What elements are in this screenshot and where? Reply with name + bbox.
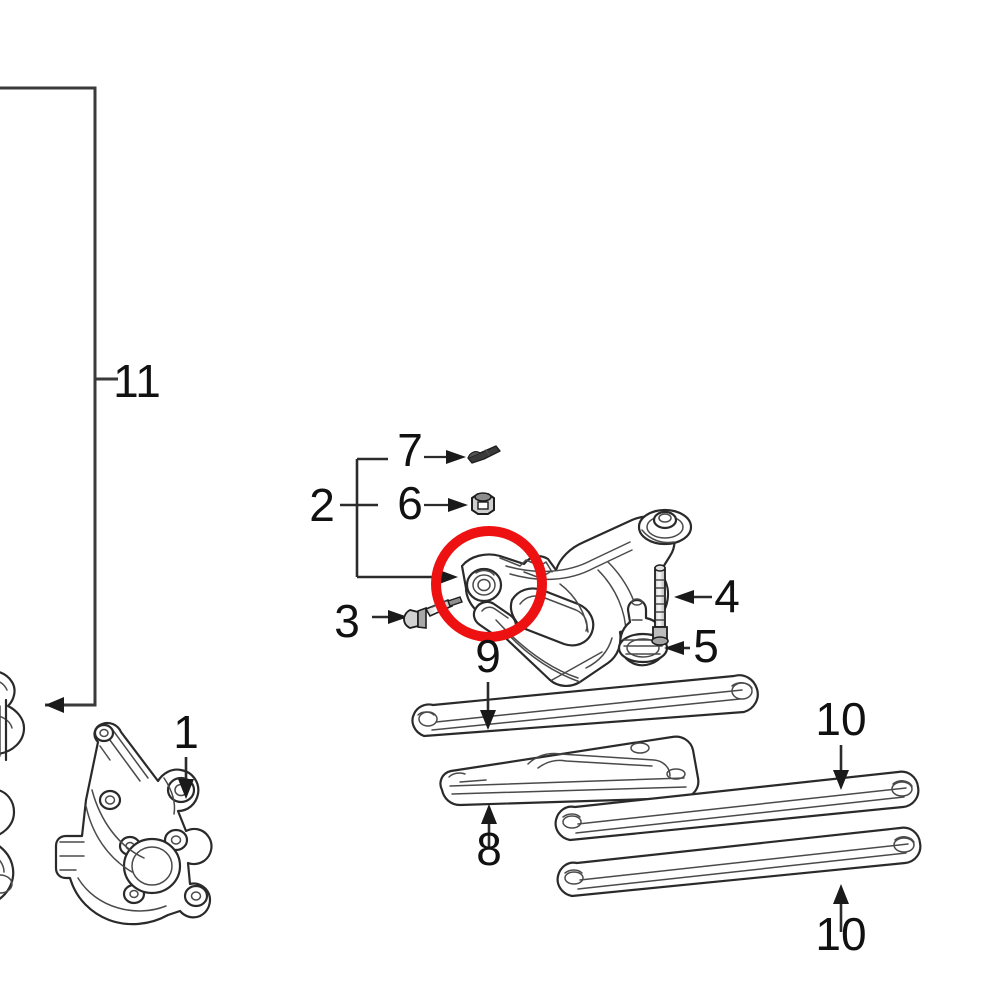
control-arm-bolt [651, 564, 669, 646]
callout-number-11-11: 11 [113, 355, 161, 407]
callout-number-8-7: 8 [476, 823, 502, 875]
nut-leader [424, 498, 468, 512]
nut [471, 492, 495, 515]
callout-10-upper-leader [833, 745, 849, 790]
callout-number-4-3: 4 [714, 570, 740, 622]
callout-8-leader [481, 804, 497, 847]
callout-number-10-9: 10 [815, 693, 866, 745]
lower-control-arm [460, 508, 693, 687]
small-bolt-leader [424, 450, 466, 464]
callout-number-6-5: 6 [397, 477, 423, 529]
upper-link-rod [411, 674, 759, 738]
callout-1-leader [178, 757, 194, 799]
callout-number-9-8: 9 [475, 630, 501, 682]
ball-joint-leader [664, 641, 690, 655]
callout-number-1-0: 1 [173, 706, 199, 758]
callout-number-3-2: 3 [334, 595, 360, 647]
lateral-link-upper [554, 770, 920, 842]
callout-number-2-1: 2 [309, 479, 335, 531]
strut-assembly-bracket [0, 86, 118, 713]
callout-9-leader [480, 682, 496, 730]
callout-number-7-6: 7 [397, 424, 423, 476]
flange-bolt-leader [372, 610, 408, 624]
lateral-link-lower [556, 826, 922, 898]
callout-number-10-10: 10 [815, 908, 866, 960]
control-arm-front-bushing [465, 567, 503, 603]
highlight-circle [431, 526, 547, 642]
control-arm-bolt-leader [674, 590, 712, 604]
strut-assembly-partial [0, 671, 26, 900]
callout-number-5-4: 5 [693, 620, 719, 672]
wedge-plate [439, 735, 700, 807]
bracket-arrow-head [45, 697, 64, 713]
callout-10-lower-leader [833, 884, 849, 932]
steering-knuckle [54, 721, 213, 926]
small-bolt [467, 445, 501, 464]
